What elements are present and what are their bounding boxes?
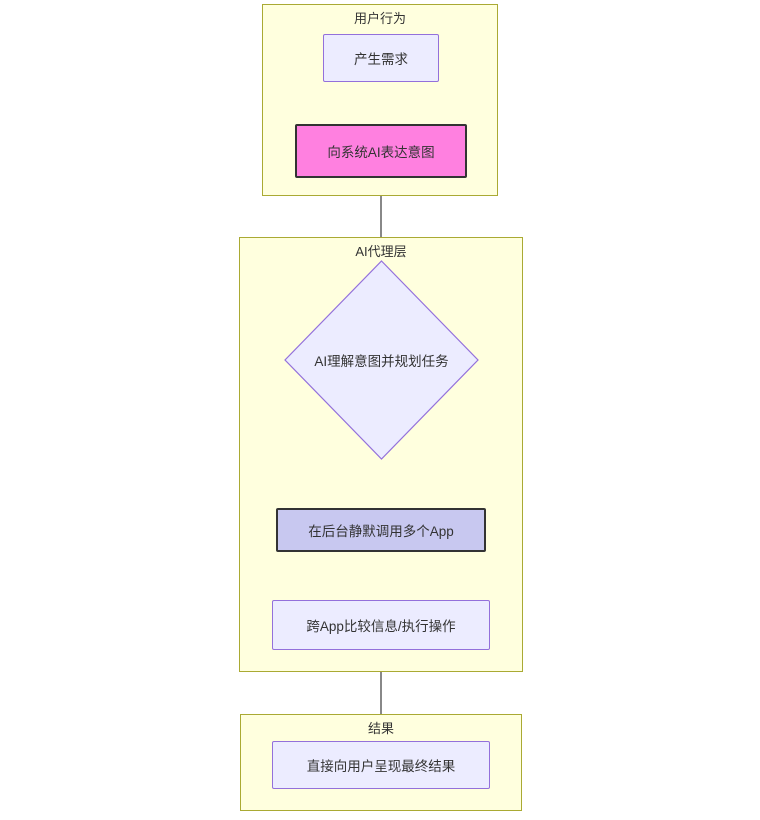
subgraph-title-result: 结果 — [367, 721, 394, 736]
subgraph-title-ai-agent-layer: AI代理层 — [355, 244, 407, 259]
node-cross-app-label: 跨App比较信息/执行操作 — [306, 619, 456, 634]
node-express-intent[interactable]: 向系统AI表达意图 — [295, 124, 467, 178]
node-need[interactable]: 产生需求 — [323, 34, 439, 82]
node-need-label: 产生需求 — [354, 52, 408, 67]
node-present-result[interactable]: 直接向用户呈现最终结果 — [272, 741, 490, 789]
node-silent-call[interactable]: 在后台静默调用多个App — [276, 508, 486, 552]
diamond-shape — [284, 260, 479, 460]
node-express-intent-label: 向系统AI表达意图 — [327, 145, 435, 160]
node-present-result-label: 直接向用户呈现最终结果 — [306, 759, 456, 774]
node-understand-label: AI理解意图并规划任务 — [314, 354, 449, 369]
node-silent-call-label: 在后台静默调用多个App — [308, 524, 454, 539]
node-cross-app[interactable]: 跨App比较信息/执行操作 — [272, 600, 490, 650]
subgraph-title-user-behavior: 用户行为 — [351, 11, 408, 26]
node-understand[interactable]: AI理解意图并规划任务 — [284, 260, 479, 460]
